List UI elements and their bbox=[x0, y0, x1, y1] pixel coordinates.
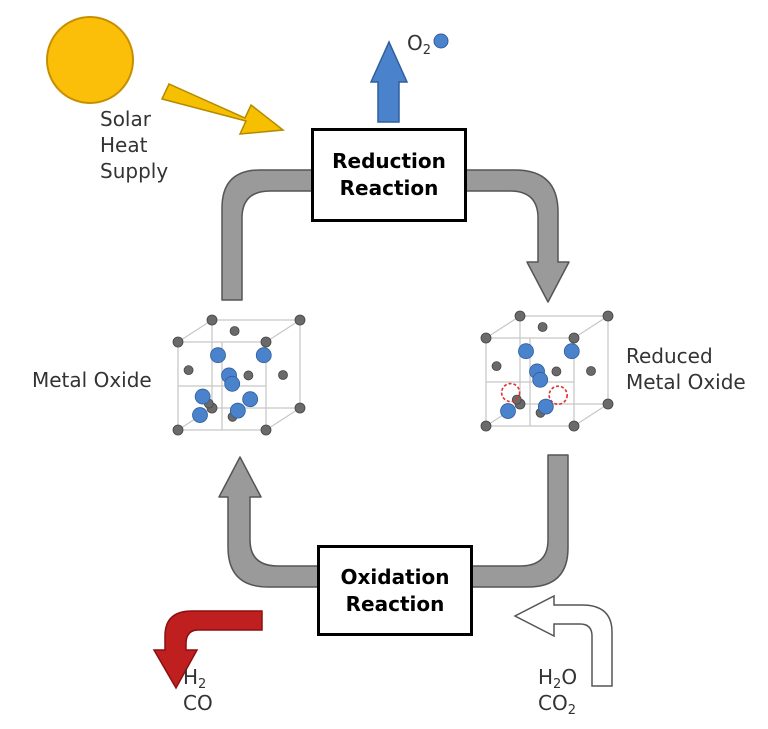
feed-reactants-label: H2O CO2 bbox=[538, 664, 578, 718]
reduction-line1: Reduction bbox=[332, 149, 446, 173]
oxygen-atom bbox=[563, 343, 580, 360]
metal-atom bbox=[568, 332, 580, 344]
metal-atom bbox=[537, 322, 548, 332]
fuel-products-label: H2 CO bbox=[183, 664, 213, 716]
oxygen-atom bbox=[210, 347, 226, 364]
metal-oxide-label: Metal Oxide bbox=[32, 368, 152, 392]
oxygen-atom bbox=[255, 347, 272, 364]
cycle-arrow-to-oxidation bbox=[471, 454, 569, 588]
h2-product: H2 bbox=[183, 664, 213, 692]
metal-atom bbox=[172, 424, 184, 436]
oxygen-vacancy bbox=[500, 382, 521, 403]
co2-symbol: CO bbox=[538, 691, 568, 715]
oxygen-label: O2 bbox=[407, 30, 432, 58]
oxygen-atom bbox=[192, 407, 208, 423]
oxygen-subscript: 2 bbox=[422, 43, 432, 58]
oxygen-vacancy bbox=[548, 385, 568, 406]
oxygen-release-arrow bbox=[369, 40, 409, 123]
co2-reactant: CO2 bbox=[538, 690, 577, 718]
reduced-metal-oxide-label: Reduced Metal Oxide bbox=[626, 343, 746, 395]
oxygen-symbol: O bbox=[407, 31, 423, 55]
metal-atom bbox=[229, 326, 240, 336]
metal-atom bbox=[480, 420, 492, 432]
solar-line2: Heat bbox=[100, 133, 148, 157]
metal-atom bbox=[206, 314, 218, 326]
metal-atom bbox=[172, 336, 184, 348]
solar-line3: Supply bbox=[100, 159, 169, 183]
oxygen-atom bbox=[518, 343, 534, 360]
metal-atom bbox=[480, 332, 492, 344]
feed-reactant-arrow bbox=[513, 594, 613, 687]
co-product: CO bbox=[183, 691, 213, 715]
oxygen-atom bbox=[229, 402, 246, 419]
cycle-arrow-to-reduction bbox=[221, 169, 313, 301]
metal-atom bbox=[586, 366, 596, 376]
reduction-reaction-box: Reduction Reaction bbox=[311, 128, 467, 222]
metal-atom bbox=[568, 420, 580, 432]
reduction-line2: Reaction bbox=[339, 176, 439, 200]
oxidation-reaction-box: Oxidation Reaction bbox=[317, 545, 473, 636]
h2o-h-symbol: H bbox=[538, 665, 554, 689]
fuel-product-arrow bbox=[152, 610, 263, 690]
solar-line1: Solar bbox=[100, 107, 151, 131]
cycle-arrows bbox=[218, 169, 570, 588]
solar-heat-supply-label: Solar Heat Supply bbox=[100, 106, 168, 184]
metal-atom bbox=[514, 310, 526, 322]
reduced-line1: Reduced bbox=[626, 344, 713, 368]
heat-arrow bbox=[160, 83, 285, 135]
metal-atom bbox=[243, 370, 254, 381]
metal-atom bbox=[278, 370, 288, 380]
metal-atom bbox=[183, 365, 194, 376]
h2-subscript: 2 bbox=[198, 677, 207, 692]
metal-atom bbox=[602, 310, 614, 322]
oxygen-atom bbox=[500, 403, 516, 419]
oxidation-line1: Oxidation bbox=[340, 564, 450, 589]
h2o-o-symbol: O bbox=[561, 665, 578, 689]
reduced-line2: Metal Oxide bbox=[626, 370, 746, 394]
metal-atom bbox=[294, 402, 306, 414]
metal-atom bbox=[491, 361, 502, 372]
oxygen-atom-icon bbox=[433, 33, 449, 49]
oxygen-atom bbox=[194, 388, 211, 405]
metal-atom bbox=[551, 366, 562, 377]
cycle-arrow-to-reduced-oxide bbox=[464, 169, 570, 303]
metal-atom bbox=[602, 398, 614, 410]
reduced-metal-oxide-lattice-icon bbox=[480, 310, 614, 432]
metal-atom bbox=[260, 336, 272, 348]
co2-subscript: 2 bbox=[567, 703, 576, 718]
metal-atom bbox=[260, 424, 272, 436]
oxygen-atom bbox=[224, 375, 241, 392]
h2-symbol: H bbox=[183, 665, 199, 689]
h2o-subscript: 2 bbox=[553, 677, 562, 692]
metal-oxide-lattice-icon bbox=[172, 314, 306, 436]
metal-atom bbox=[294, 314, 306, 326]
cycle-arrow-to-metal-oxide bbox=[218, 456, 319, 588]
oxidation-line2: Reaction bbox=[345, 591, 445, 616]
oxygen-atom bbox=[242, 391, 259, 408]
sun-icon bbox=[46, 16, 134, 104]
h2o-reactant: H2O bbox=[538, 664, 578, 692]
oxygen-atom bbox=[532, 371, 549, 388]
oxygen-atom bbox=[537, 398, 554, 415]
